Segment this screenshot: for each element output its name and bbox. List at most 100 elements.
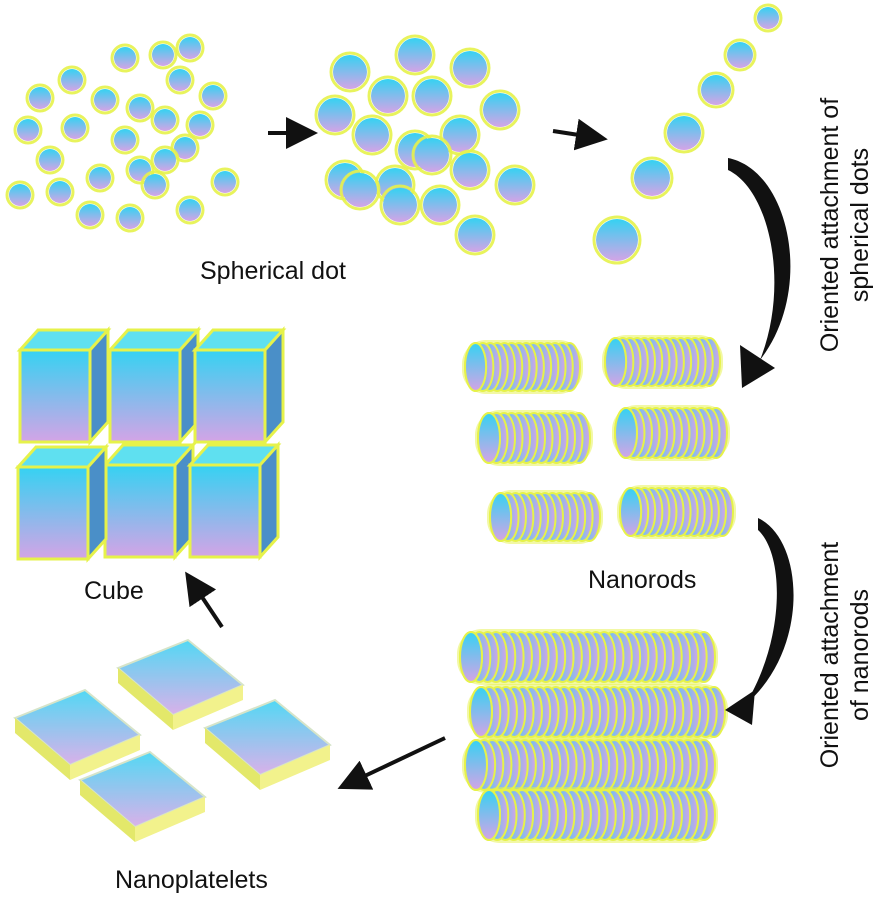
curved-arrow-head [740,345,775,388]
spherical-dot [727,42,753,68]
particle-glow [150,105,180,135]
spherical-dot [39,149,61,171]
spherical-dot [214,171,236,193]
spherical-dot [343,173,377,207]
spherical-dot [9,184,31,206]
cube-side [258,441,280,561]
label-oriented-attachment-rods: Oriented attachment of nanorods [815,525,875,785]
spherical-dot [415,138,449,172]
particle-glow [454,214,496,256]
nanorods-group [462,335,736,544]
spherical-dots-clustered [314,34,536,256]
spherical-dot [64,117,86,139]
particle-glow [110,43,140,73]
cube [106,326,202,446]
nanoplatelet [116,638,245,730]
spherical-dot [415,79,449,113]
particle-glow [314,94,356,136]
nanorod [602,335,723,389]
cube-front [193,348,267,444]
spherical-dot [174,137,196,159]
particle-glow [411,75,453,117]
platelet-side [15,718,70,780]
curved-arrow [728,158,791,360]
label-line: spherical dots [846,147,874,303]
rod-end-face [614,407,638,459]
arrow [552,118,608,151]
platelet-side [118,668,173,730]
spherical-dot [458,218,492,252]
cube [16,326,112,446]
cube-front [18,348,92,444]
nanorod [475,410,593,466]
spherical-dot [202,85,224,107]
nanorod [467,684,728,740]
cube [186,441,282,561]
spherical-dot [119,207,141,229]
spherical-dot [333,55,367,89]
spherical-dot [453,153,487,187]
particle-glow [411,134,453,176]
spherical-dot [129,97,151,119]
cubes-group [14,326,287,563]
arrows-group [185,117,794,790]
spherical-dot [114,129,136,151]
cube-front [188,463,262,559]
label-spherical-dot: Spherical dot [200,257,346,285]
particle-glow [25,83,55,113]
nanoplatelet [78,750,207,842]
particle-glow [592,215,642,265]
spherical-dots-aligned [592,3,783,265]
spherical-dot [179,37,201,59]
spherical-dot [154,109,176,131]
platelet-side [135,797,205,842]
rod-end-face [477,789,501,841]
particle-glow [150,145,180,175]
particle-glow [57,65,87,95]
spherical-dot [757,7,779,29]
platelet-side [205,728,260,790]
rod-end-face [477,412,501,464]
spherical-dot [189,114,211,136]
label-line: of nanorods [846,588,874,722]
particle-glow [35,145,65,175]
particle-glow [419,184,461,226]
rod-end-face [464,739,488,791]
spherical-dot [453,51,487,85]
spherical-dot [667,116,701,150]
particle-glow [165,65,195,95]
cube-side [88,326,110,446]
spherical-dot [94,89,116,111]
nanorod [617,485,736,539]
particle-glow [45,177,75,207]
rod-end-face [604,337,628,387]
particle-glow [753,3,783,33]
particle-glow [697,71,735,109]
spherical-dot [483,93,517,127]
spherical-dot [596,219,638,261]
spherical-dot [152,44,174,66]
spherical-dot [29,87,51,109]
spherical-dot [89,167,111,189]
curved-arrow [745,518,794,705]
arrow [185,571,224,629]
spherical-dot [318,98,352,132]
platelet-side [260,745,330,790]
nanorod [475,787,718,843]
particle-glow [75,200,105,230]
particle-glow [175,195,205,225]
spherical-dot [634,160,670,196]
particle-glow [479,89,521,131]
nanorod [457,629,718,685]
nanorod [487,490,603,544]
spherical-dot [79,204,101,226]
arrow [337,736,446,790]
rod-end-face [489,492,513,542]
spherical-dot [498,168,532,202]
spherical-dot [398,38,432,72]
cube-side [263,326,285,446]
label-line: Oriented attachment [816,541,844,769]
label-cube: Cube [84,577,144,605]
spherical-dot [17,119,39,141]
